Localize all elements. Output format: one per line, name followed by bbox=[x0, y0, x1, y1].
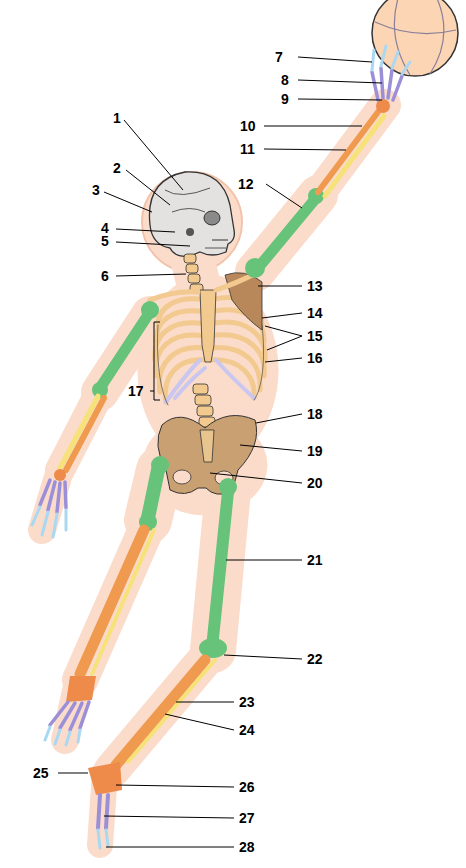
callout-number: 2 bbox=[113, 160, 121, 176]
leader-lines bbox=[58, 57, 382, 847]
pelvis bbox=[158, 416, 257, 495]
callout-number: 9 bbox=[281, 91, 289, 107]
callout-number: 16 bbox=[307, 350, 323, 366]
callout-number: 5 bbox=[101, 233, 109, 249]
basketball bbox=[372, 0, 458, 76]
callout-number: 1 bbox=[113, 110, 121, 126]
lowered-arm bbox=[32, 301, 159, 537]
callout-number: 25 bbox=[33, 765, 49, 781]
callout-number: 21 bbox=[307, 552, 323, 568]
callout-number: 11 bbox=[240, 141, 255, 157]
callout-number: 27 bbox=[239, 810, 255, 826]
callout-number: 6 bbox=[101, 268, 109, 284]
callout-number: 17 bbox=[128, 383, 144, 399]
skull bbox=[149, 172, 234, 256]
callout-number: 7 bbox=[275, 49, 283, 65]
callout-number: 26 bbox=[239, 779, 255, 795]
raised-arm bbox=[245, 46, 410, 278]
callout-number: 13 bbox=[307, 278, 323, 294]
body-silhouette bbox=[42, 105, 385, 845]
callout-number: 20 bbox=[307, 475, 323, 491]
callout-number: 18 bbox=[307, 406, 323, 422]
callout-number: 8 bbox=[281, 72, 289, 88]
callout-number: 10 bbox=[240, 118, 256, 134]
callout-number: 24 bbox=[239, 722, 255, 738]
vertebral-column bbox=[184, 254, 215, 427]
callout-number: 12 bbox=[238, 176, 254, 192]
callout-number: 28 bbox=[239, 839, 255, 855]
callout-number: 22 bbox=[307, 651, 323, 667]
sternum bbox=[200, 290, 216, 362]
callout-number: 14 bbox=[307, 305, 323, 321]
bent-leg bbox=[45, 456, 169, 745]
callout-number: 15 bbox=[307, 328, 323, 344]
straight-leg bbox=[88, 478, 237, 848]
callout-number: 23 bbox=[239, 694, 255, 710]
shoulder-girdle bbox=[150, 272, 262, 330]
callout-number: 3 bbox=[92, 182, 100, 198]
callout-number: 19 bbox=[307, 443, 323, 459]
